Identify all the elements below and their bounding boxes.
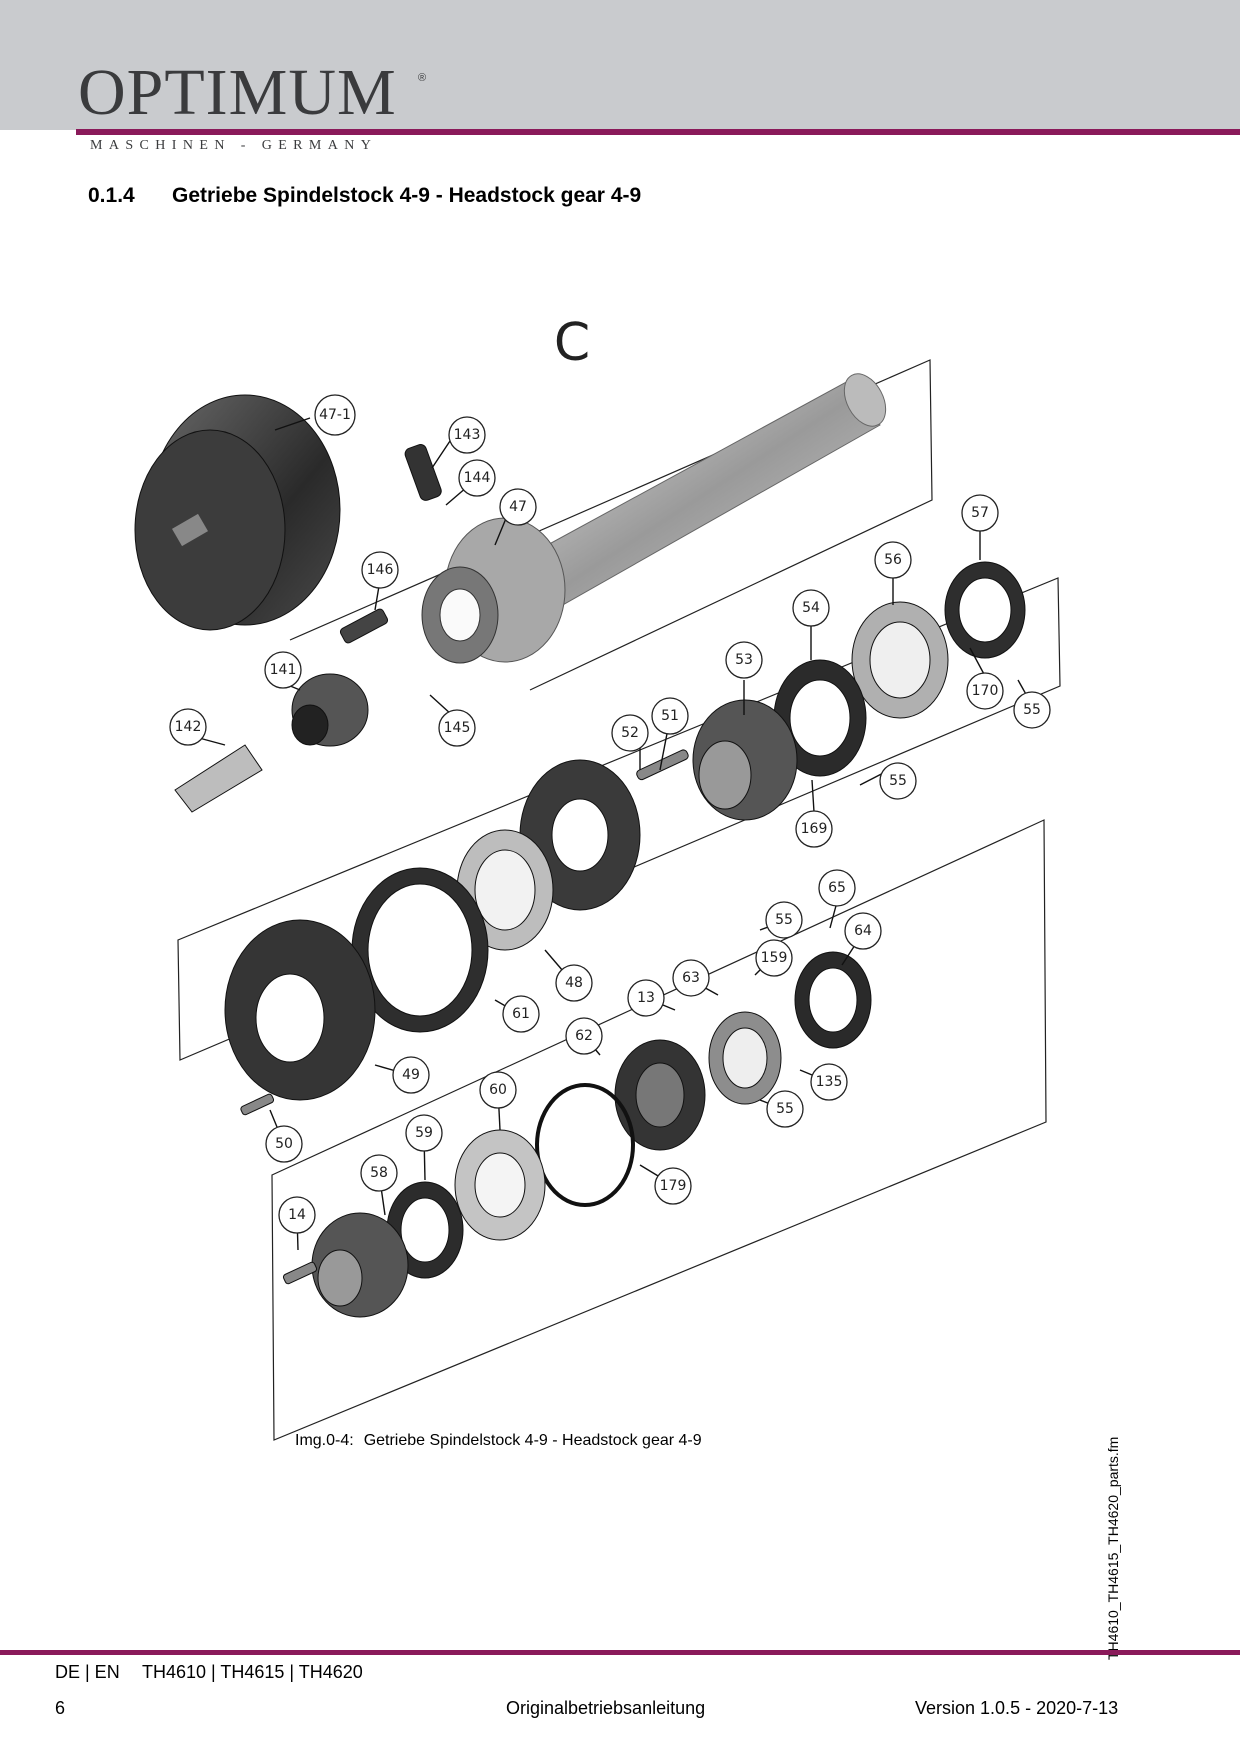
- part-callout-55: 55: [765, 901, 803, 939]
- svg-text:146: 146: [367, 562, 394, 578]
- svg-text:53: 53: [735, 652, 753, 668]
- brand-tagline: MASCHINEN - GERMANY: [90, 138, 378, 153]
- svg-text:65: 65: [828, 880, 846, 896]
- part-callout-144: 144: [458, 459, 496, 497]
- figure-caption-text: Getriebe Spindelstock 4-9 - Headstock ge…: [363, 1432, 702, 1449]
- svg-text:61: 61: [512, 1006, 530, 1022]
- svg-text:14: 14: [288, 1207, 306, 1223]
- svg-text:55: 55: [776, 1101, 794, 1117]
- part-callout-50: 50: [265, 1125, 303, 1163]
- svg-text:51: 51: [661, 708, 679, 724]
- lathe-chuck: [134, 394, 341, 631]
- part-callout-57: 57: [961, 494, 999, 532]
- part-callout-65: 65: [818, 869, 856, 907]
- svg-text:47: 47: [509, 499, 527, 515]
- svg-text:55: 55: [889, 773, 907, 789]
- part-callout-141: 141: [264, 651, 302, 689]
- svg-text:57: 57: [971, 505, 989, 521]
- svg-text:135: 135: [816, 1074, 843, 1090]
- svg-text:60: 60: [489, 1082, 507, 1098]
- part-callout-62: 62: [565, 1017, 603, 1055]
- svg-text:63: 63: [682, 970, 700, 986]
- section-heading: 0.1.4 Getriebe Spindelstock 4-9 - Headsto…: [88, 184, 641, 208]
- figure-caption: Img.0-4: Getriebe Spindelstock 4-9 - Head…: [295, 1432, 702, 1450]
- part-callout-54: 54: [792, 589, 830, 627]
- svg-text:170: 170: [972, 683, 999, 699]
- svg-text:143: 143: [454, 427, 481, 443]
- part-callout-59: 59: [405, 1114, 443, 1152]
- svg-text:144: 144: [464, 470, 491, 486]
- footer-version: Version 1.0.5 - 2020-7-13: [915, 1698, 1119, 1718]
- part-callout-142: 142: [169, 708, 207, 746]
- part-callout-170: 170: [966, 672, 1004, 710]
- part-callout-159: 159: [755, 939, 793, 977]
- svg-text:145: 145: [444, 720, 471, 736]
- header-band: [0, 0, 1240, 130]
- part-callout-47-1: 47-1: [314, 394, 356, 436]
- svg-text:50: 50: [275, 1136, 293, 1152]
- svg-text:13: 13: [637, 990, 655, 1006]
- clutch-parts: [282, 951, 872, 1318]
- gear-bearing-parts: [519, 561, 1026, 911]
- svg-text:49: 49: [402, 1067, 420, 1083]
- part-callout-49: 49: [392, 1056, 430, 1094]
- svg-text:142: 142: [175, 719, 202, 735]
- part-callout-55: 55: [879, 762, 917, 800]
- svg-text:159: 159: [761, 950, 788, 966]
- group-mark: C: [554, 313, 590, 373]
- svg-text:52: 52: [621, 725, 639, 741]
- part-callout-61: 61: [502, 995, 540, 1033]
- part-callout-146: 146: [361, 551, 399, 589]
- svg-text:62: 62: [575, 1028, 593, 1044]
- svg-text:54: 54: [802, 600, 820, 616]
- page-number: 6: [55, 1698, 66, 1718]
- part-callout-52: 52: [611, 714, 649, 752]
- part-callout-51: 51: [651, 697, 689, 735]
- svg-text:64: 64: [854, 923, 872, 939]
- part-callout-58: 58: [360, 1154, 398, 1192]
- svg-text:56: 56: [884, 552, 902, 568]
- section-title: Getriebe Spindelstock 4-9 - Headstock ge…: [172, 184, 642, 207]
- svg-text:55: 55: [1023, 702, 1041, 718]
- part-callout-14: 14: [278, 1196, 316, 1234]
- svg-text:179: 179: [660, 1178, 687, 1194]
- brand-logo: OPTIMUM: [78, 56, 397, 129]
- footer-document-title: Originalbetriebsanleitung: [506, 1698, 706, 1718]
- part-callout-47: 47: [499, 488, 537, 526]
- svg-text:141: 141: [270, 662, 297, 678]
- svg-text:48: 48: [565, 975, 583, 991]
- bearing-flange-parts: [224, 829, 554, 1116]
- part-callout-63: 63: [672, 959, 710, 997]
- spindle-shaft: [421, 373, 887, 664]
- figure-caption-label: Img.0-4:: [295, 1432, 354, 1449]
- footer-languages: DE | EN: [55, 1662, 120, 1682]
- part-callout-55: 55: [766, 1090, 804, 1128]
- part-callout-53: 53: [725, 641, 763, 679]
- part-callout-135: 135: [810, 1063, 848, 1101]
- footer-rule: [0, 1650, 1240, 1655]
- part-callout-48: 48: [555, 964, 593, 1002]
- part-callout-13: 13: [627, 979, 665, 1017]
- svg-text:55: 55: [775, 912, 793, 928]
- source-file-label: TH4610_TH4615_TH4620_parts.fm: [1105, 1436, 1121, 1660]
- header-rule: [76, 129, 1240, 135]
- part-callout-169: 169: [795, 810, 833, 848]
- small-parts: [174, 444, 442, 813]
- part-callout-55: 55: [1013, 691, 1051, 729]
- part-callout-179: 179: [654, 1167, 692, 1205]
- part-callout-60: 60: [479, 1071, 517, 1109]
- part-callout-145: 145: [438, 709, 476, 747]
- section-number: 0.1.4: [88, 184, 135, 207]
- part-callout-143: 143: [448, 416, 486, 454]
- footer-models: TH4610 | TH4615 | TH4620: [142, 1662, 363, 1682]
- svg-text:169: 169: [801, 821, 828, 837]
- svg-text:58: 58: [370, 1165, 388, 1181]
- part-callout-56: 56: [874, 541, 912, 579]
- svg-text:47-1: 47-1: [319, 407, 351, 423]
- registered-mark: ®: [418, 72, 427, 84]
- svg-text:59: 59: [415, 1125, 433, 1141]
- part-callout-64: 64: [844, 912, 882, 950]
